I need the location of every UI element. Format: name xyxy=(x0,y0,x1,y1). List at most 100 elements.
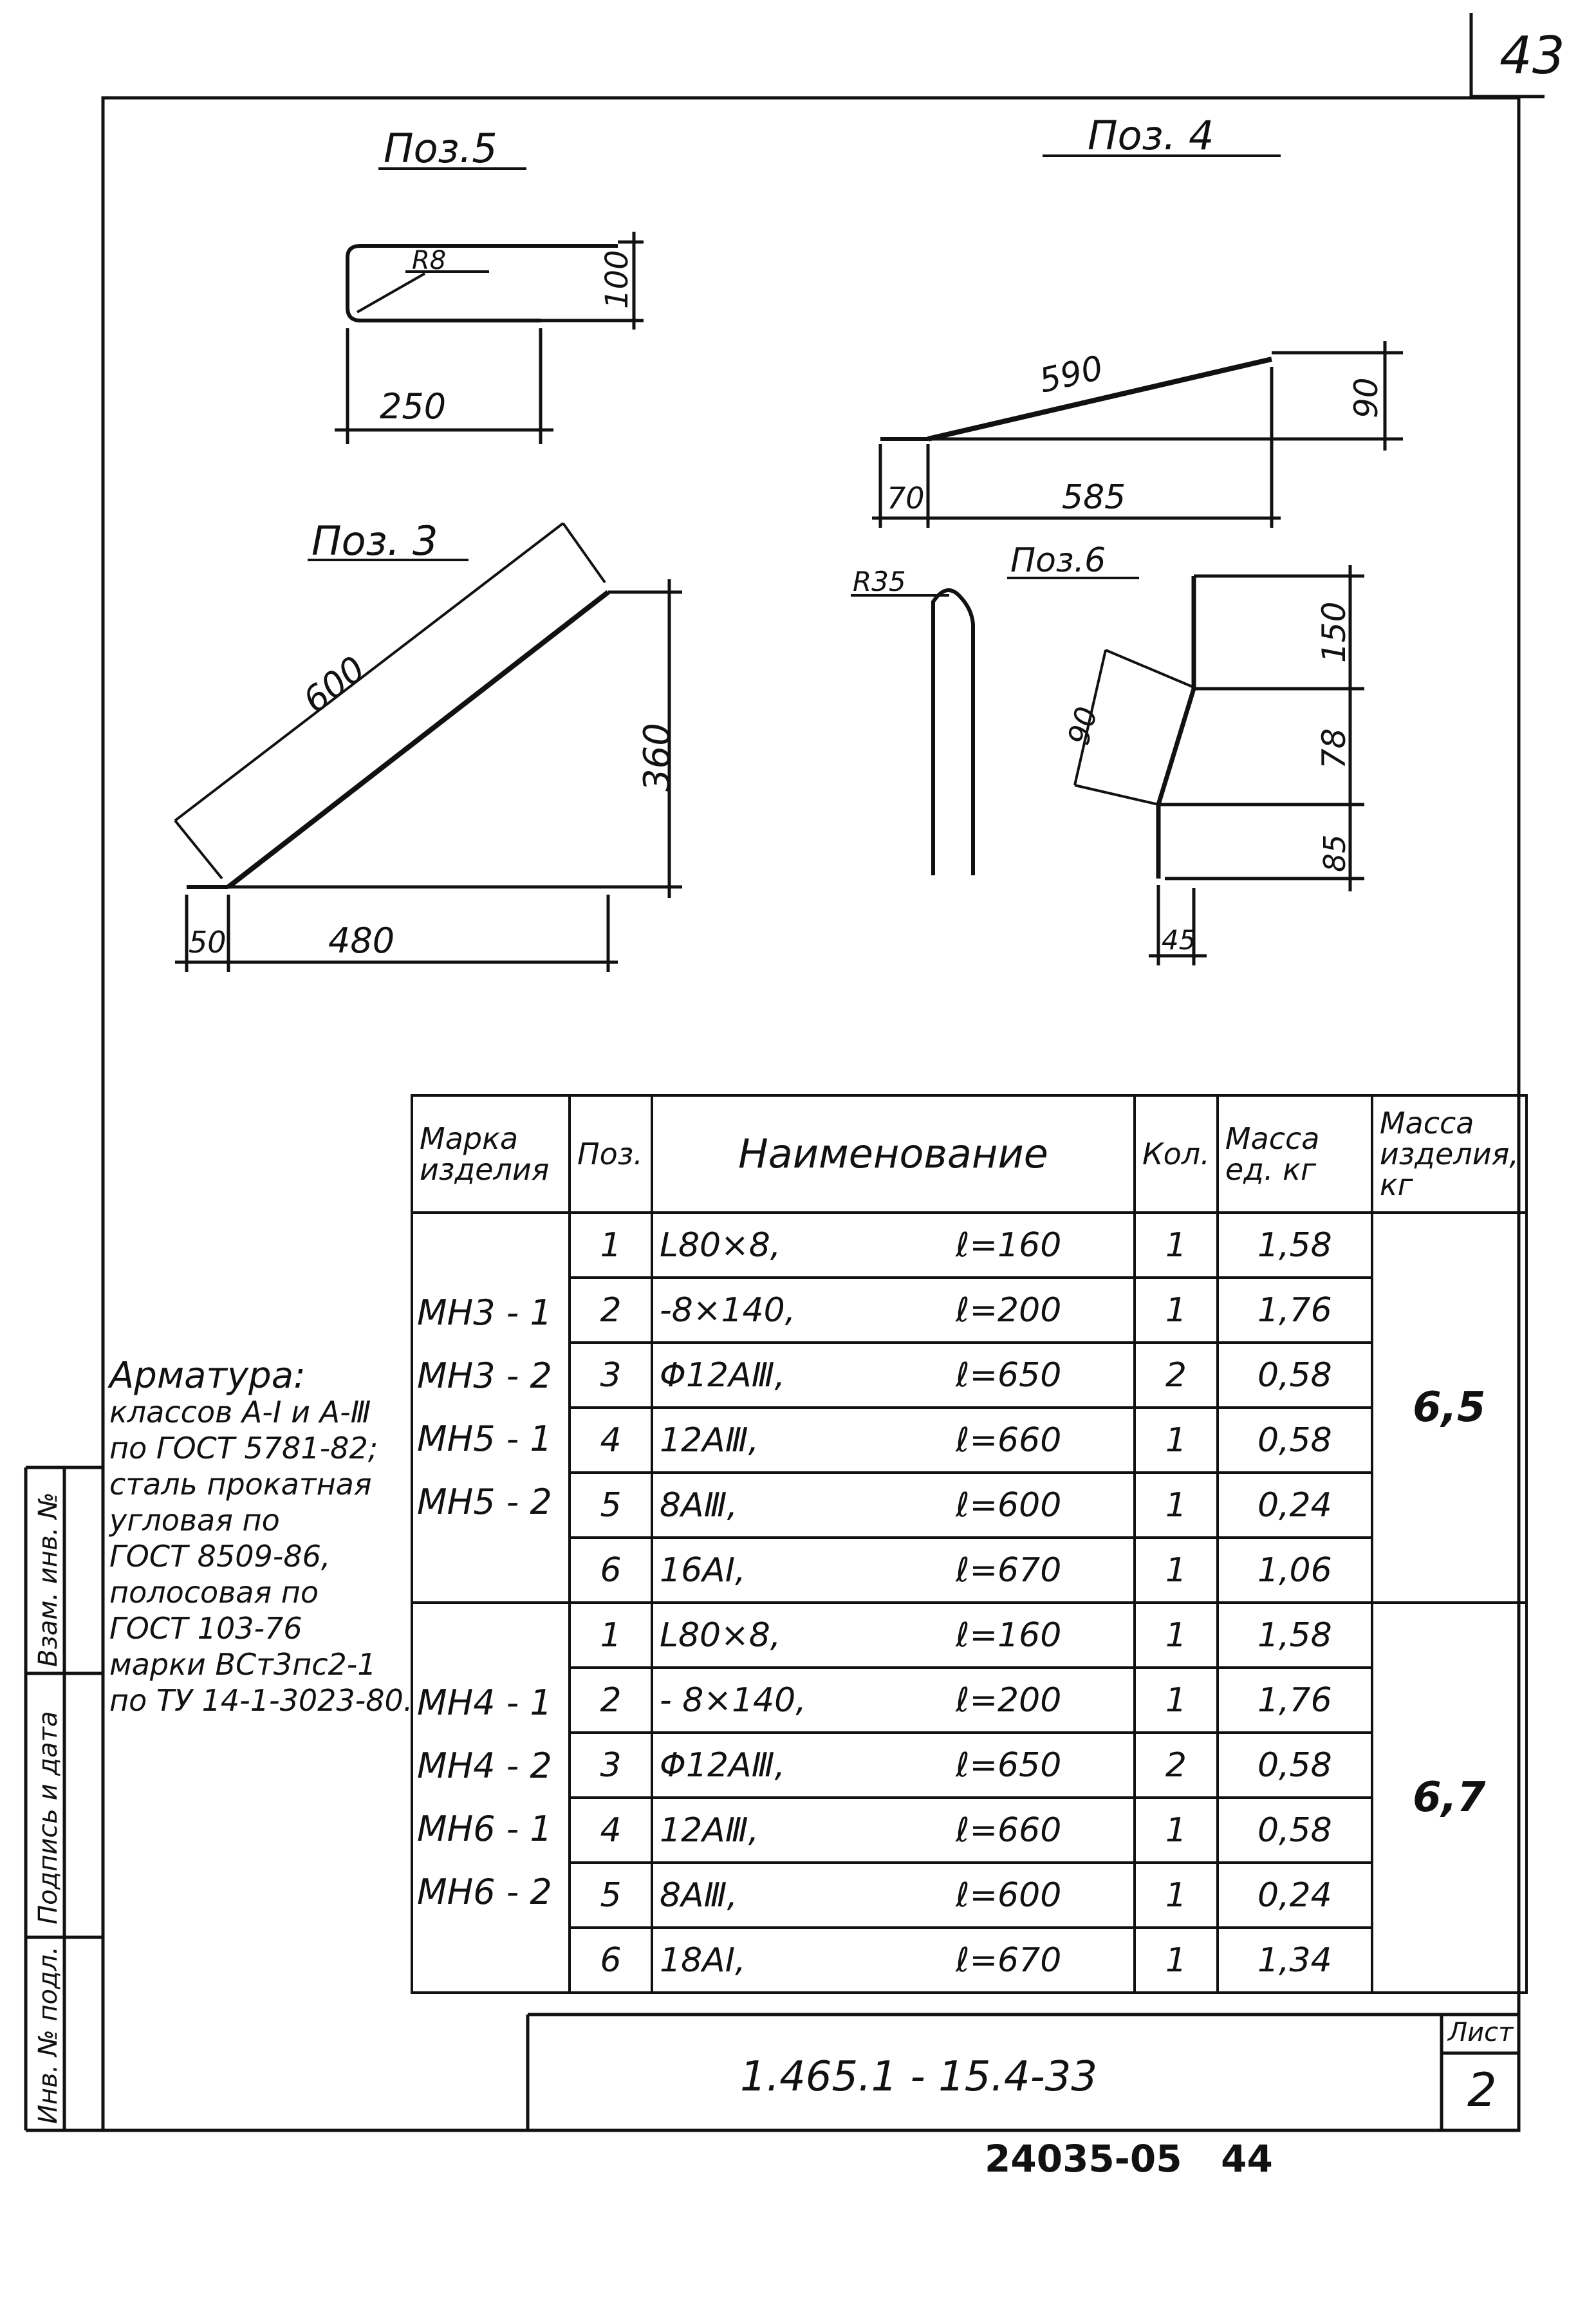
cell-name-length: ℓ=660 xyxy=(956,1420,1062,1460)
note-line: классов А-Ⅰ и А-Ⅲ xyxy=(109,1395,371,1429)
cell-name-length: ℓ=600 xyxy=(956,1485,1062,1525)
cell-name-designation: - 8×140, xyxy=(660,1680,806,1720)
cell-name-length: ℓ=670 xyxy=(956,1550,1062,1590)
cell-name: 12АⅢ, ℓ=660 xyxy=(651,1406,1136,1474)
cell-name-designation: L80×8, xyxy=(660,1225,781,1265)
cell-qty: 1 xyxy=(1133,1796,1219,1864)
note-line: по ТУ 14-1-3023-80. xyxy=(109,1683,413,1718)
side-inv-original: Инв. № подл. xyxy=(33,1946,63,2124)
pos3-dim-slope: 600 xyxy=(295,648,373,721)
cell-name-designation: Φ12АⅢ, xyxy=(660,1745,786,1785)
note-line: марки ВСт3пс2-1 xyxy=(109,1647,376,1682)
cell-marks: МН4 - 1 МН4 - 2 МН6 - 1 МН6 - 2 xyxy=(411,1601,571,1994)
pos5-radius: R8 xyxy=(412,246,446,275)
pos6-dim-top: 150 xyxy=(1315,602,1353,663)
cell-name-length: ℓ=160 xyxy=(956,1615,1062,1655)
pos6-dim-offset: 45 xyxy=(1162,924,1196,956)
document-code: 1.465.1 - 15.4-33 xyxy=(740,2053,1098,2101)
pos4-dim-rise: 90 xyxy=(1348,377,1385,418)
cell-qty: 1 xyxy=(1133,1666,1219,1734)
pos5-dim-height: 100 xyxy=(599,250,635,309)
side-stamp-frame xyxy=(24,1466,103,2132)
cell-pos: 5 xyxy=(568,1471,653,1539)
cell-name: 8АⅢ,ℓ=600 xyxy=(651,1861,1136,1929)
cell-qty: 1 xyxy=(1133,1471,1219,1539)
cell-name-length: ℓ=200 xyxy=(956,1680,1062,1720)
cell-qty: 1 xyxy=(1133,1926,1219,1994)
pos3-dim-left: 50 xyxy=(189,925,227,960)
pos6-dim-mid: 78 xyxy=(1315,728,1353,769)
pos3-dim-right: 480 xyxy=(328,920,394,961)
title-block-frame xyxy=(526,2013,1519,2130)
pos3-dim-height: 360 xyxy=(636,723,678,792)
sheet-number: 2 xyxy=(1467,2063,1497,2117)
cell-pos: 6 xyxy=(568,1536,653,1604)
note-line: по ГОСТ 5781-82; xyxy=(109,1431,378,1466)
cell-unit-mass: 0,58 xyxy=(1216,1341,1373,1409)
cell-qty: 1 xyxy=(1133,1406,1219,1474)
cell-name-designation: Φ12АⅢ, xyxy=(660,1355,786,1395)
cell-pos: 2 xyxy=(568,1666,653,1734)
cell-unit-mass: 1,58 xyxy=(1216,1211,1373,1279)
cell-name-length: ℓ=160 xyxy=(956,1225,1062,1265)
cell-name-length: ℓ=600 xyxy=(956,1875,1062,1915)
cell-pos: 4 xyxy=(568,1406,653,1474)
cell-name-designation: 16АⅠ, xyxy=(660,1550,746,1590)
cell-unit-mass: 1,58 xyxy=(1216,1601,1373,1669)
header-mark: Марка изделия xyxy=(411,1094,571,1214)
note-line: Арматура: xyxy=(109,1355,306,1397)
cell-marks: МН3 - 1 МН3 - 2 МН5 - 1 МН5 - 2 xyxy=(411,1211,571,1604)
cell-unit-mass: 0,24 xyxy=(1216,1471,1373,1539)
specification-table: Марка изделия Поз. Наименование Кол. Мас… xyxy=(411,1094,1528,1994)
pos5-drawing xyxy=(335,167,644,444)
cell-name-designation: 12АⅢ, xyxy=(660,1810,759,1850)
cell-name-length: ℓ=650 xyxy=(956,1355,1062,1395)
cell-pos: 5 xyxy=(568,1861,653,1929)
note-line: полосовая по xyxy=(109,1575,319,1610)
cell-qty: 1 xyxy=(1133,1276,1219,1344)
cell-pos: 1 xyxy=(568,1601,653,1669)
cell-qty: 1 xyxy=(1133,1536,1219,1604)
cell-name-designation: 12АⅢ, xyxy=(660,1420,759,1460)
cell-name-designation: L80×8, xyxy=(660,1615,781,1655)
cell-unit-mass: 1,06 xyxy=(1216,1536,1373,1604)
cell-qty: 1 xyxy=(1133,1601,1219,1669)
cell-name: 12АⅢ,ℓ=660 xyxy=(651,1796,1136,1864)
cell-name: - 8×140, ℓ=200 xyxy=(651,1666,1136,1734)
cell-unit-mass: 1,76 xyxy=(1216,1276,1373,1344)
pos5-dim-width: 250 xyxy=(380,386,446,427)
note-line: ГОСТ 8509-86, xyxy=(109,1539,331,1574)
footer-code: 24035-05 44 xyxy=(985,2137,1273,2181)
pos6-dim-diag: 90 xyxy=(1061,703,1104,749)
note-line: сталь прокатная xyxy=(109,1467,372,1502)
pos4-drawing xyxy=(872,154,1403,528)
cell-unit-mass: 1,34 xyxy=(1216,1926,1373,1994)
header-item-mass: Масса изделия, кг xyxy=(1370,1094,1528,1214)
header-qty: Кол. xyxy=(1133,1094,1219,1214)
cell-qty: 1 xyxy=(1133,1861,1219,1929)
cell-item-mass: 6,7 xyxy=(1370,1601,1528,1994)
cell-name-designation: 8АⅢ, xyxy=(660,1485,738,1525)
note-line: ГОСТ 103-76 xyxy=(109,1611,302,1646)
cell-name: Φ12АⅢ, ℓ=650 xyxy=(651,1731,1136,1799)
header-name: Наименование xyxy=(651,1094,1136,1214)
page-number: 43 xyxy=(1499,26,1565,86)
pos4-dim-slope: 590 xyxy=(1035,349,1106,401)
cell-name: L80×8, ℓ=160 xyxy=(651,1601,1136,1669)
pos6-title: Поз.6 xyxy=(1010,541,1106,580)
cell-name-length: ℓ=650 xyxy=(956,1745,1062,1785)
cell-item-mass: 6,5 xyxy=(1370,1211,1528,1604)
cell-qty: 2 xyxy=(1133,1341,1219,1409)
cell-name-length: ℓ=200 xyxy=(956,1290,1062,1330)
cell-qty: 2 xyxy=(1133,1731,1219,1799)
sheet-label: Лист xyxy=(1448,2018,1514,2047)
